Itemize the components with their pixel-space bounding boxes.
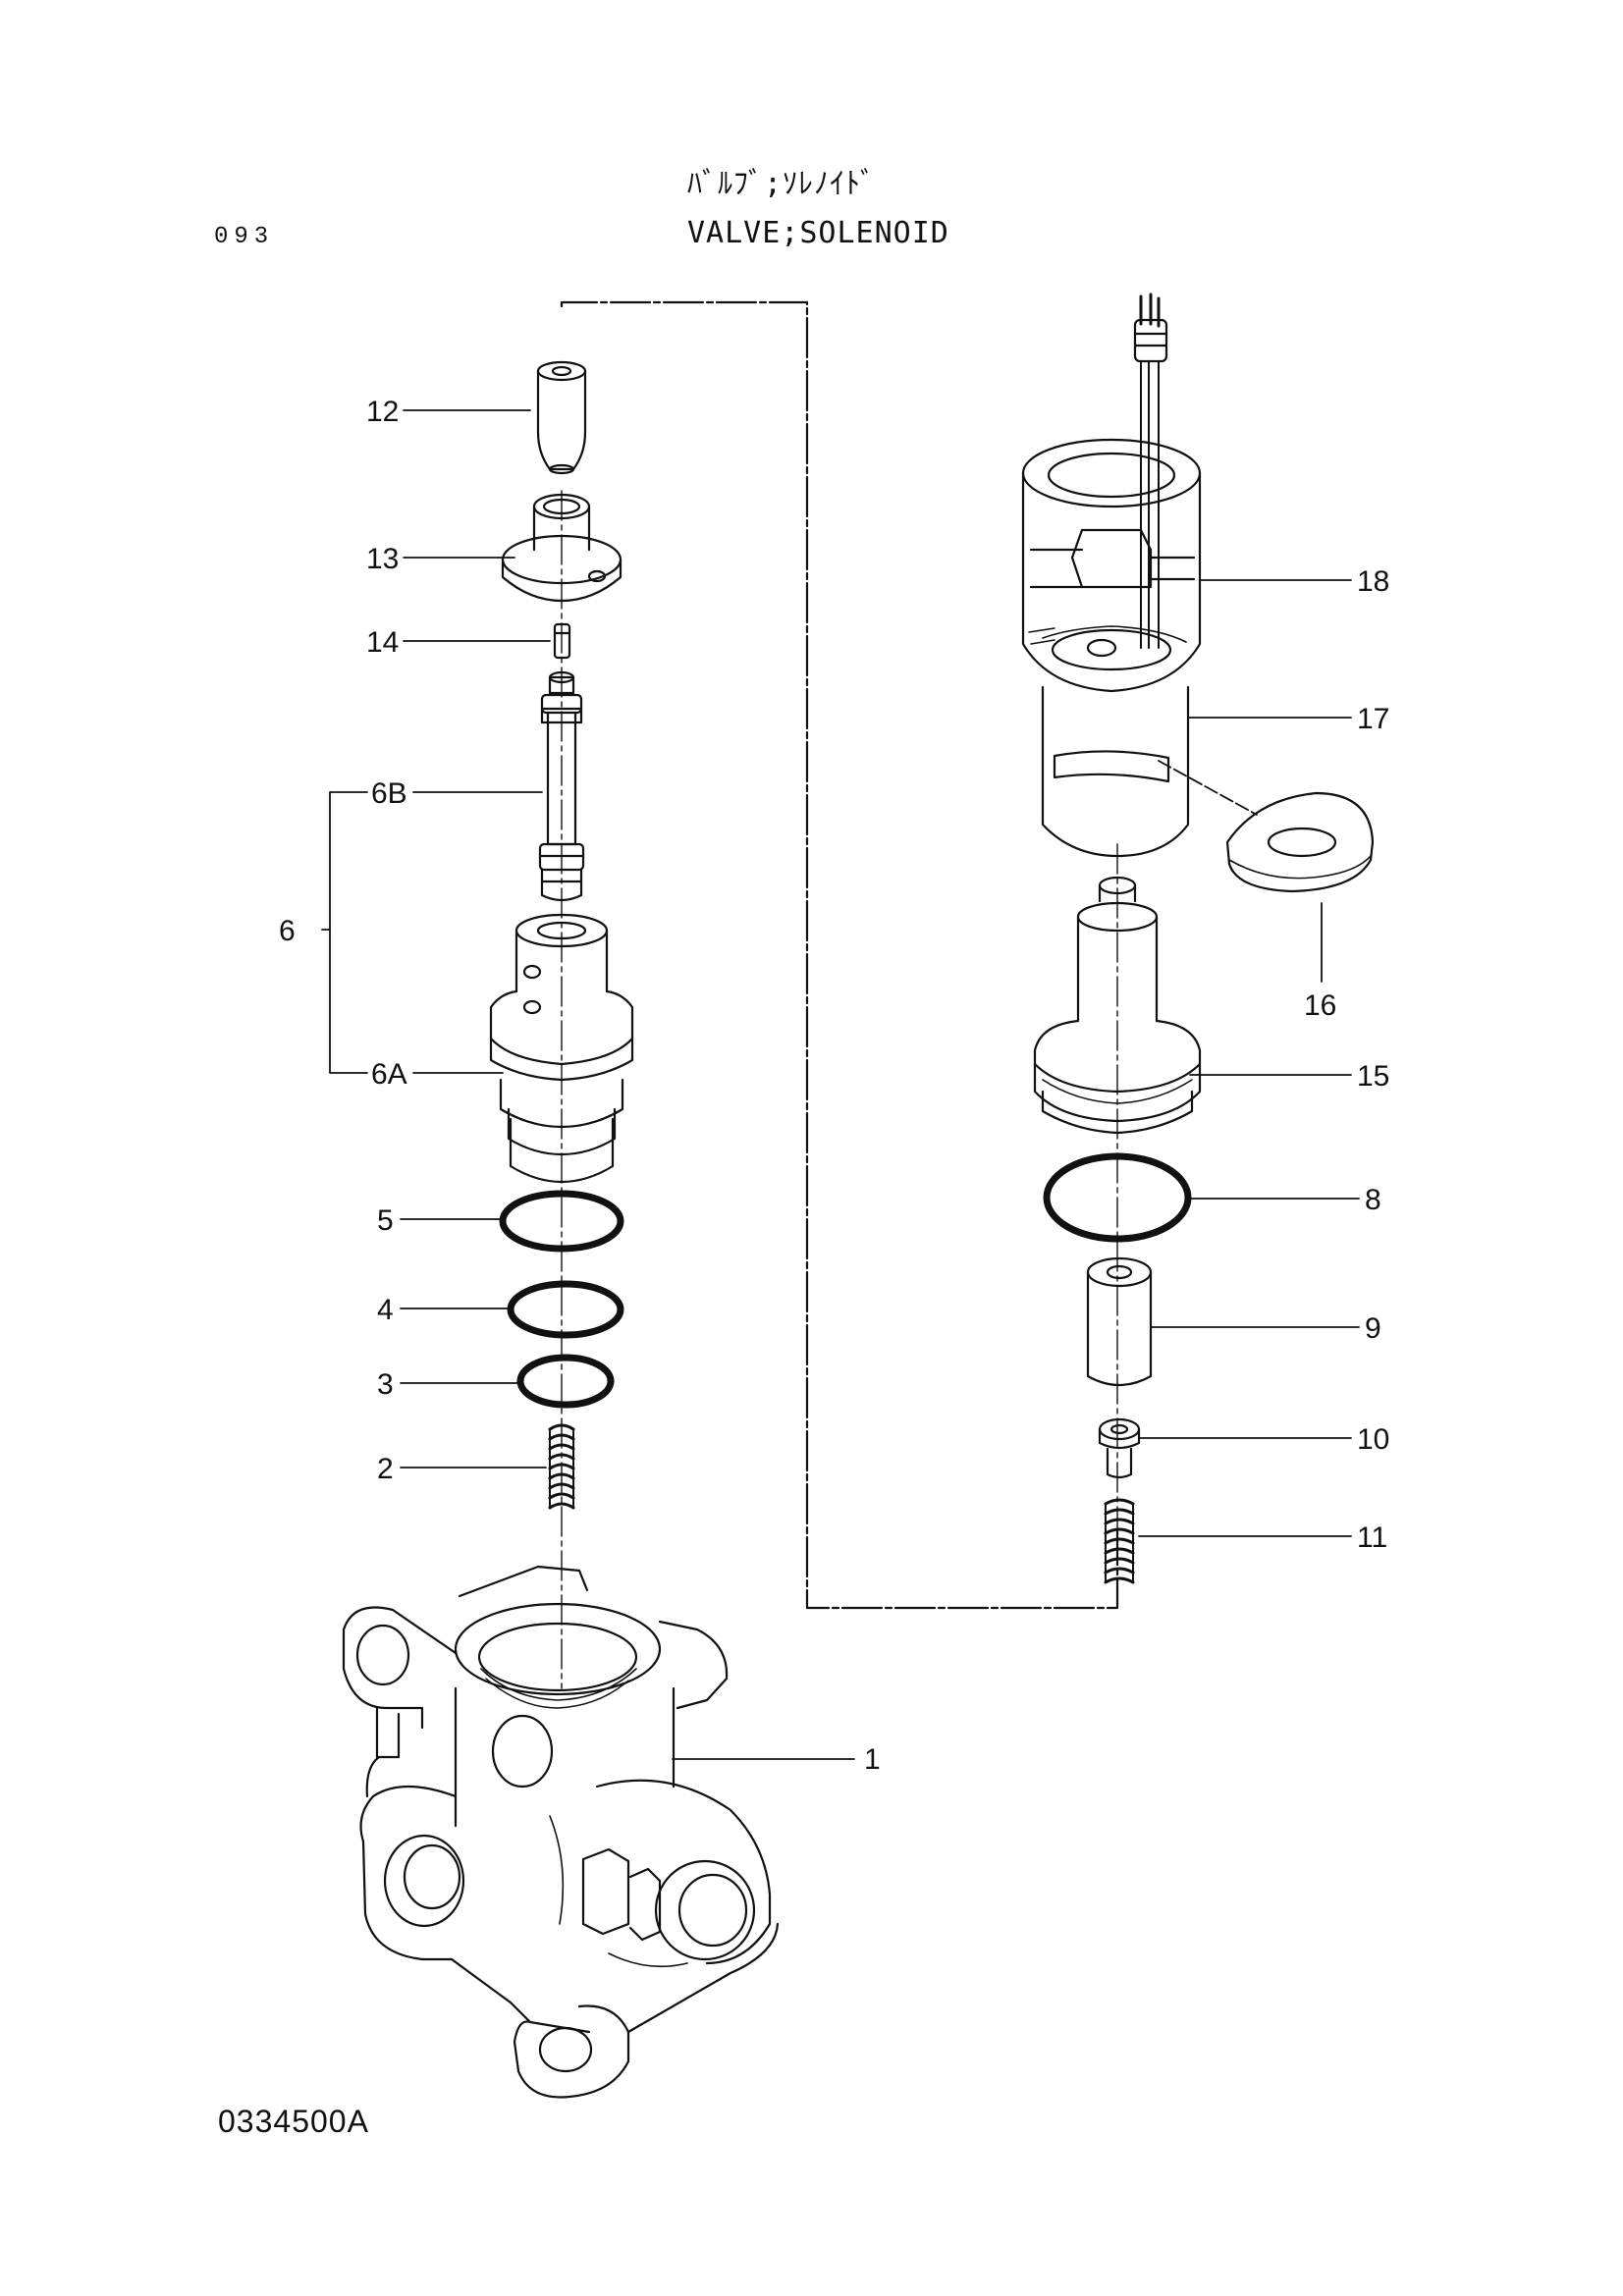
part-18-coil-housing bbox=[1023, 294, 1200, 691]
callout-1: 1 bbox=[864, 1743, 881, 1776]
callout-12: 12 bbox=[366, 396, 400, 428]
callout-10: 10 bbox=[1357, 1423, 1390, 1456]
part-6b-spool bbox=[540, 672, 583, 900]
callout-6a: 6A bbox=[371, 1058, 407, 1091]
part-1-valve-body bbox=[344, 1567, 778, 2097]
part-14-pin bbox=[555, 624, 569, 658]
left-leader-lines bbox=[322, 410, 854, 1759]
part-8-oring bbox=[1047, 1156, 1188, 1239]
callout-16: 16 bbox=[1304, 989, 1337, 1022]
part-10-piston bbox=[1100, 1419, 1139, 1477]
callout-8: 8 bbox=[1365, 1184, 1381, 1216]
right-leader-lines bbox=[1139, 580, 1359, 1536]
callout-2: 2 bbox=[377, 1453, 394, 1485]
callout-17: 17 bbox=[1357, 703, 1390, 735]
callout-4: 4 bbox=[377, 1294, 394, 1326]
callout-9: 9 bbox=[1365, 1312, 1381, 1345]
callout-13: 13 bbox=[366, 543, 400, 575]
part-2-spring bbox=[550, 1425, 573, 1508]
callout-15: 15 bbox=[1357, 1060, 1390, 1093]
part-15-guide-tube bbox=[1035, 878, 1200, 1133]
page-number: 093 bbox=[214, 224, 275, 250]
part-11-spring bbox=[1106, 1500, 1133, 1582]
callout-11: 11 bbox=[1357, 1522, 1388, 1554]
part-5-oring bbox=[503, 1194, 621, 1249]
title-japanese: ﾊﾞﾙﾌﾞ;ｿﾚﾉｲﾄﾞ bbox=[687, 167, 877, 201]
callout-6b: 6B bbox=[371, 777, 407, 810]
assembly-connector-line bbox=[562, 302, 1117, 1608]
drawing-code: 0334500A bbox=[218, 2104, 369, 2139]
part-17-coil bbox=[1043, 687, 1188, 856]
title-english: VALVE;SOLENOID bbox=[687, 216, 949, 250]
callout-14: 14 bbox=[366, 626, 400, 659]
part-12-plug bbox=[538, 362, 585, 473]
callout-3: 3 bbox=[377, 1368, 394, 1401]
part-9-plunger bbox=[1088, 1258, 1151, 1385]
part-13-flange bbox=[503, 495, 621, 601]
callout-6: 6 bbox=[279, 915, 296, 947]
callout-18: 18 bbox=[1357, 565, 1390, 598]
part-3-oring bbox=[520, 1358, 611, 1405]
part-6a-sleeve bbox=[491, 915, 632, 1182]
callout-5: 5 bbox=[377, 1204, 394, 1237]
part-16-washer bbox=[1227, 793, 1373, 891]
part-4-oring bbox=[511, 1284, 621, 1335]
